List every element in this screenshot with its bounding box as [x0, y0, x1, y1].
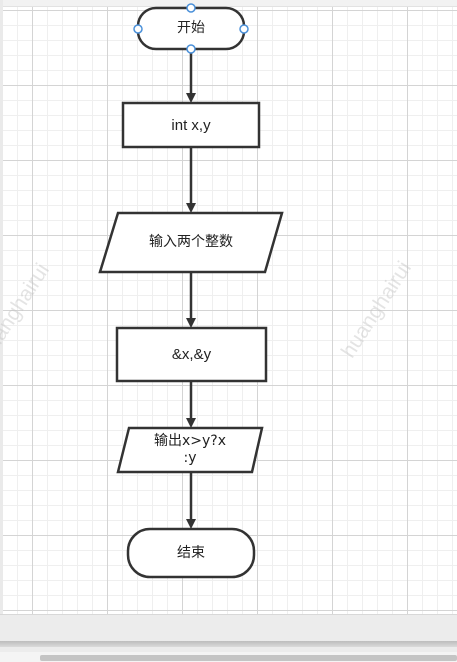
output-parallelogram[interactable] — [116, 426, 264, 474]
read-label: &x,&y — [171, 346, 212, 363]
left-border — [0, 0, 3, 614]
selection-handle-bottom[interactable] — [186, 44, 196, 54]
selection-handle-right[interactable] — [239, 24, 249, 34]
selection-handle-left[interactable] — [133, 24, 143, 34]
selection-handle-top[interactable] — [186, 3, 196, 13]
read-process[interactable] — [115, 326, 268, 383]
diagram-canvas[interactable]: huanghairui huanghairui 开始 int x,y 输入两个整… — [0, 0, 457, 614]
horizontal-scrollbar-thumb[interactable] — [40, 655, 457, 661]
flowchart — [98, 3, 284, 579]
end-terminal[interactable] — [126, 527, 256, 579]
panel-divider — [0, 641, 457, 647]
output-label: 输出x>y?x :y — [153, 433, 227, 466]
start-label: 开始 — [177, 20, 205, 36]
input-prompt-label: 输入两个整数 — [149, 234, 233, 250]
declare-process[interactable] — [121, 101, 261, 149]
input-prompt-parallelogram[interactable] — [98, 211, 284, 274]
bottom-panel — [0, 614, 457, 662]
top-border — [0, 0, 457, 7]
end-label: 结束 — [177, 544, 205, 561]
declare-label: int x,y — [171, 116, 211, 134]
